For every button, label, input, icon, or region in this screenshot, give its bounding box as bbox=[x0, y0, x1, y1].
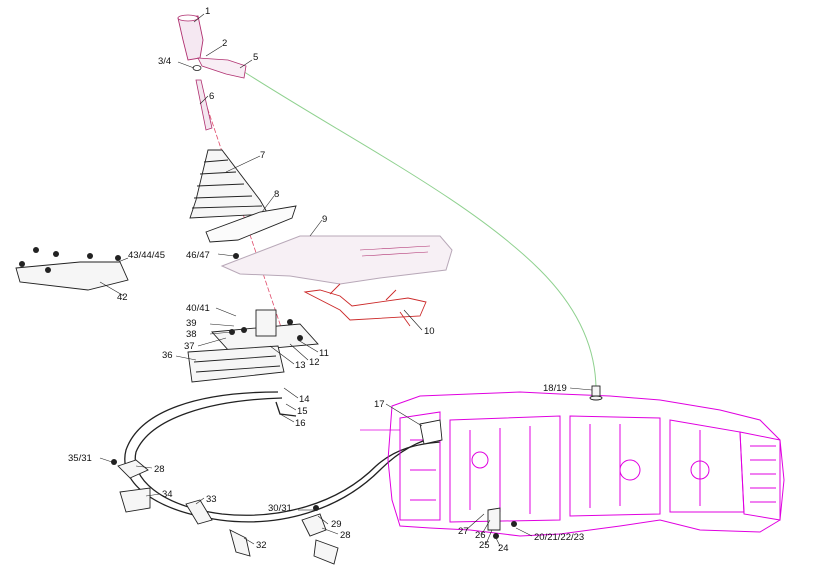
label-7: 7 bbox=[260, 150, 265, 161]
label-5: 5 bbox=[253, 52, 258, 63]
label-28-upper: 28 bbox=[154, 464, 165, 475]
label-9: 9 bbox=[322, 214, 327, 225]
label-26: 26 bbox=[475, 530, 486, 541]
label-1: 1 bbox=[205, 6, 210, 17]
shift-rod bbox=[195, 79, 213, 131]
label-20-23: 20/21/22/23 bbox=[534, 532, 584, 543]
label-42: 42 bbox=[117, 292, 128, 303]
label-33: 33 bbox=[206, 494, 217, 505]
label-46-47: 46/47 bbox=[186, 250, 210, 261]
label-29: 29 bbox=[331, 519, 342, 530]
label-28-lower: 28 bbox=[340, 530, 351, 541]
washer bbox=[192, 65, 202, 71]
label-15: 15 bbox=[297, 406, 308, 417]
label-10: 10 bbox=[424, 326, 435, 337]
part-labels: 1 2 3/4 5 6 7 8 9 10 11 12 13 14 15 16 1… bbox=[68, 6, 584, 554]
label-8: 8 bbox=[274, 189, 279, 200]
shift-boot bbox=[189, 149, 269, 219]
shift-cable-line bbox=[237, 67, 597, 391]
label-27: 27 bbox=[458, 526, 469, 537]
transmission bbox=[387, 391, 785, 537]
shift-arm bbox=[197, 57, 247, 79]
label-2: 2 bbox=[222, 38, 227, 49]
label-40-41: 40/41 bbox=[186, 303, 210, 314]
breather-valve bbox=[589, 385, 603, 401]
label-34: 34 bbox=[162, 489, 173, 500]
label-14: 14 bbox=[299, 394, 310, 405]
label-12: 12 bbox=[309, 357, 320, 368]
cable-brackets bbox=[111, 459, 339, 565]
label-35-31: 35/31 bbox=[68, 453, 92, 464]
label-16: 16 bbox=[295, 418, 306, 429]
shift-knob bbox=[177, 14, 204, 61]
label-32: 32 bbox=[256, 540, 267, 551]
shifter-base-assembly bbox=[187, 309, 319, 383]
label-37: 37 bbox=[184, 341, 195, 352]
label-11: 11 bbox=[319, 348, 329, 359]
mount-bracket bbox=[303, 283, 427, 327]
boot-ring bbox=[205, 205, 297, 243]
label-13: 13 bbox=[295, 360, 306, 371]
label-39: 39 bbox=[186, 318, 197, 329]
label-38: 38 bbox=[186, 329, 197, 340]
console-cover bbox=[220, 235, 453, 285]
label-36: 36 bbox=[162, 350, 173, 361]
label-18-19: 18/19 bbox=[543, 383, 567, 394]
label-43-45: 43/44/45 bbox=[128, 250, 165, 261]
label-25: 25 bbox=[479, 540, 490, 551]
cover-plate bbox=[15, 247, 129, 291]
label-6: 6 bbox=[209, 91, 214, 102]
label-17: 17 bbox=[374, 399, 385, 410]
leader-lines bbox=[99, 13, 593, 547]
label-30-31: 30/31 bbox=[268, 503, 292, 514]
label-24: 24 bbox=[498, 543, 509, 554]
shift-tower bbox=[419, 419, 443, 445]
label-3-4: 3/4 bbox=[158, 56, 171, 67]
